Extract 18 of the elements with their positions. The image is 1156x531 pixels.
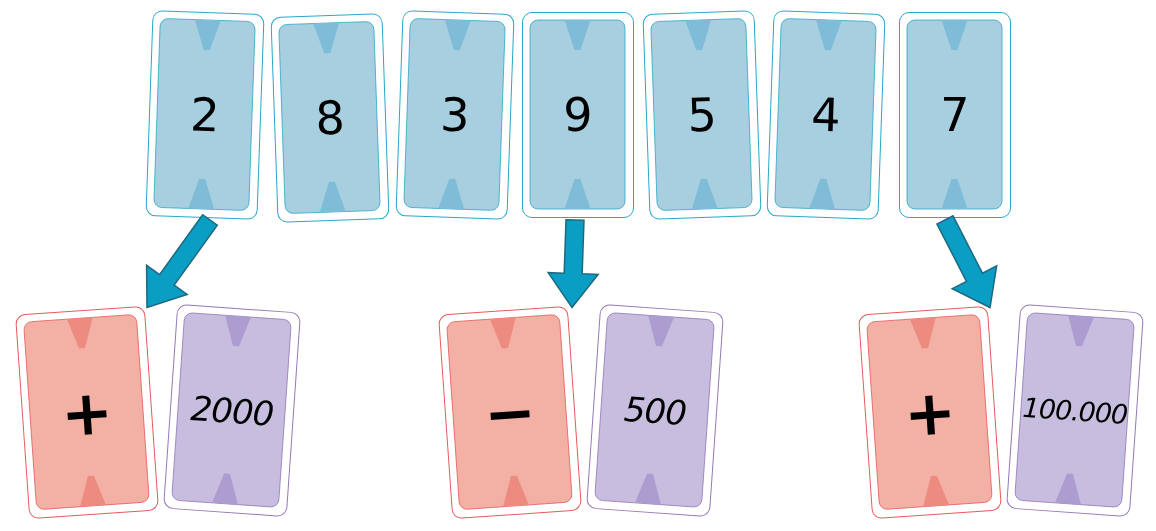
card-label: 7 bbox=[939, 88, 971, 142]
card-label: 8 bbox=[313, 89, 347, 147]
card-label: 5 bbox=[685, 86, 719, 144]
card-label: + bbox=[57, 372, 117, 453]
card-label: 2 bbox=[188, 86, 222, 144]
card-label: − bbox=[480, 372, 540, 453]
card-label: 9 bbox=[562, 88, 594, 142]
card-label: 500 bbox=[621, 386, 689, 435]
arrow bbox=[145, 213, 219, 309]
card-label: 2000 bbox=[188, 386, 276, 435]
arrow bbox=[936, 214, 998, 309]
card-label: 100.000 bbox=[1020, 390, 1130, 430]
card-label: 4 bbox=[809, 86, 843, 144]
card-label: + bbox=[900, 372, 960, 453]
card bbox=[522, 12, 634, 218]
card bbox=[899, 12, 1011, 218]
arrow bbox=[546, 218, 600, 309]
card-label: 3 bbox=[438, 86, 472, 144]
